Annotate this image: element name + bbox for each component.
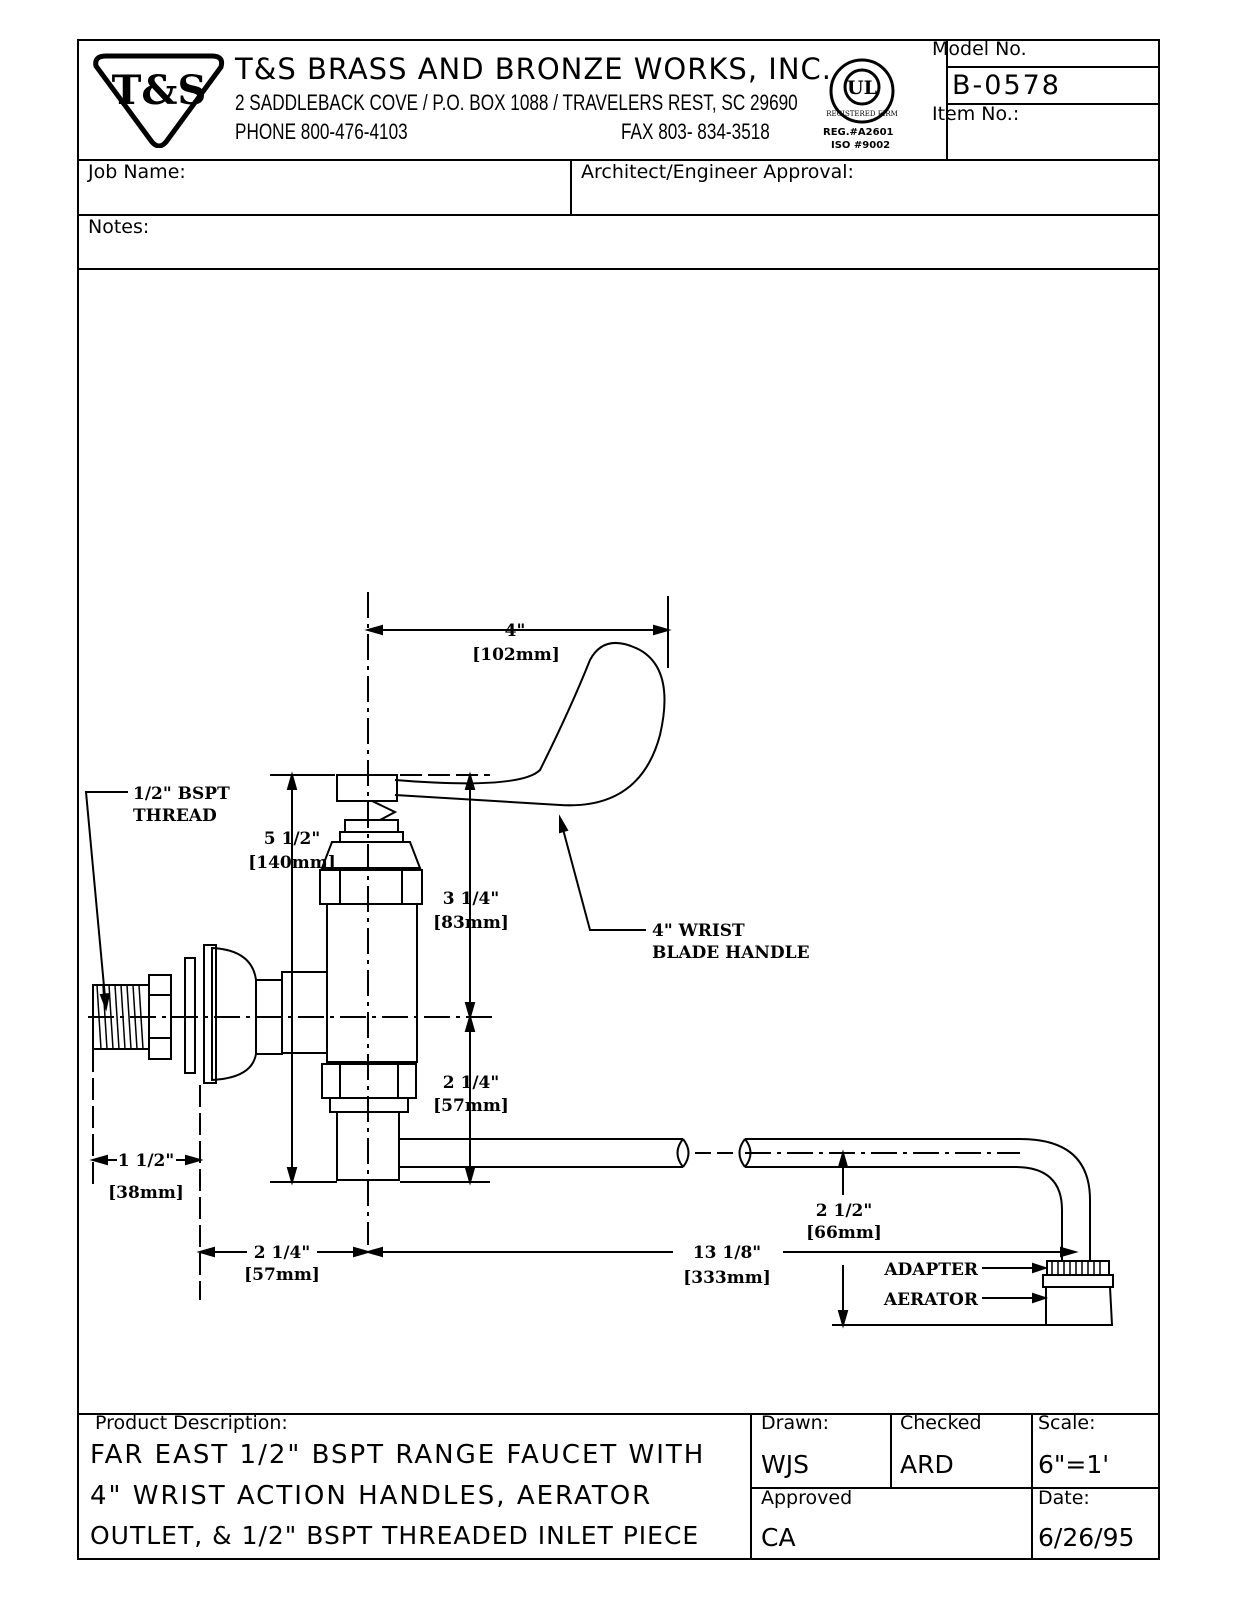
spec-sheet xyxy=(77,39,1160,1560)
drawn-label: Drawn: xyxy=(761,1412,830,1434)
label-bspt-thread-2: THREAD xyxy=(133,806,217,826)
header-divider xyxy=(77,159,1160,161)
notes-label: Notes: xyxy=(88,216,150,238)
label-wrist-handle-2: BLADE HANDLE xyxy=(652,943,810,963)
ul-registered-firm-icon: UL REGISTERED FIRM xyxy=(826,58,898,124)
label-wrist-handle-1: 4" WRIST xyxy=(652,921,745,941)
scale-label: Scale: xyxy=(1038,1412,1096,1434)
ts-logo: T&S xyxy=(93,53,225,148)
footer-divider-3 xyxy=(1031,1413,1033,1560)
dim-upper-height: 3 1/4" xyxy=(443,889,499,909)
valve-body xyxy=(326,903,418,1063)
aerator xyxy=(1045,1286,1114,1326)
approved-value: CA xyxy=(761,1523,796,1552)
dim-handle-width-mm: [102mm] xyxy=(472,645,560,665)
drawing-labels: 4" [102mm] 1/2" BSPT THREAD 5 1/2" [140m… xyxy=(108,621,979,1310)
logo-text: T&S xyxy=(112,67,207,114)
spout-base xyxy=(336,1111,400,1181)
architect-approval-label: Architect/Engineer Approval: xyxy=(581,161,854,183)
product-description-label: Product Description: xyxy=(95,1412,288,1434)
dim-spout-reach-mm: [333mm] xyxy=(683,1268,771,1288)
label-bspt-thread-1: 1/2" BSPT xyxy=(133,784,230,804)
footer-mid xyxy=(750,1487,1160,1489)
item-label: Item No.: xyxy=(932,103,1020,125)
dim-upper-height-mm: [83mm] xyxy=(433,913,509,933)
faucet-drawing xyxy=(84,592,1114,1329)
job-row-bottom xyxy=(77,214,1160,216)
footer-top xyxy=(77,1413,1160,1415)
job-row-divider xyxy=(570,159,572,214)
job-name-label: Job Name: xyxy=(88,161,186,183)
model-box-divider xyxy=(946,39,948,159)
dim-flange-offset-mm: [57mm] xyxy=(244,1265,320,1285)
approved-label: Approved xyxy=(761,1487,853,1509)
product-description-line-1: FAR EAST 1/2" BSPT RANGE FAUCET WITH xyxy=(90,1440,706,1470)
dim-lower-height-mm: [57mm] xyxy=(433,1096,509,1116)
label-aerator: AERATOR xyxy=(883,1290,979,1310)
iso-number: ISO #9002 xyxy=(831,140,891,151)
dim-outlet-drop-mm: [66mm] xyxy=(806,1223,882,1243)
ul-mark-text: UL xyxy=(847,77,877,99)
model-value-bottom xyxy=(946,103,1160,105)
model-value: B-0578 xyxy=(952,70,1061,101)
dim-handle-width: 4" xyxy=(505,621,526,641)
checked-value: ARD xyxy=(900,1450,954,1479)
model-label: Model No. xyxy=(932,38,1027,60)
handle-cap xyxy=(336,774,398,802)
date-label: Date: xyxy=(1038,1487,1090,1509)
reg-number: REG.#A2601 xyxy=(823,127,894,138)
date-value: 6/26/95 xyxy=(1038,1523,1135,1552)
drawn-value: WJS xyxy=(761,1450,809,1479)
notes-row-bottom xyxy=(77,268,1160,270)
dim-outlet-drop: 2 1/2" xyxy=(816,1201,872,1221)
dim-lower-height: 2 1/4" xyxy=(443,1073,499,1093)
model-value-top xyxy=(946,66,1160,68)
product-description-line-2: 4" WRIST ACTION HANDLES, AERATOR xyxy=(90,1481,653,1511)
company-name: T&S BRASS AND BRONZE WORKS, INC. xyxy=(235,52,832,86)
company-fax: FAX 803- 834-3518 xyxy=(621,119,770,144)
spout-tube xyxy=(399,1138,683,1168)
checked-label: Checked xyxy=(900,1412,982,1434)
footer-divider-2 xyxy=(890,1413,892,1487)
company-address: 2 SADDLEBACK COVE / P.O. BOX 1088 / TRAV… xyxy=(235,90,798,115)
product-description-line-3: OUTLET, & 1/2" BSPT THREADED INLET PIECE xyxy=(90,1521,700,1550)
label-adapter: ADAPTER xyxy=(883,1260,979,1280)
dim-overall-height: 5 1/2" xyxy=(264,829,320,849)
dim-spout-reach: 13 1/8" xyxy=(693,1243,761,1263)
ul-ring-text: REGISTERED FIRM xyxy=(826,110,898,118)
dim-thread-length: 1 1/2" xyxy=(118,1151,174,1171)
dim-overall-height-mm: [140mm] xyxy=(248,853,336,873)
company-phone: PHONE 800-476-4103 xyxy=(235,119,408,144)
dim-flange-offset: 2 1/4" xyxy=(254,1243,310,1263)
flange xyxy=(184,957,196,1074)
footer-divider-1 xyxy=(750,1413,752,1560)
scale-value: 6"=1' xyxy=(1038,1450,1110,1479)
dim-thread-length-mm: [38mm] xyxy=(108,1183,184,1203)
blade-handle xyxy=(394,642,666,807)
